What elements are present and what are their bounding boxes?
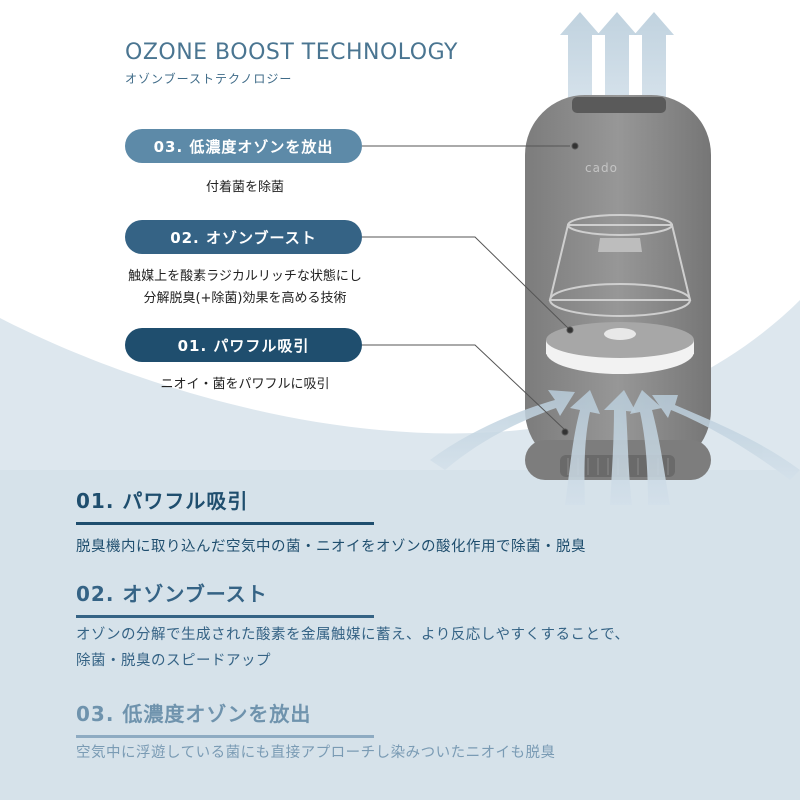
title-japanese: オゾンブーストテクノロジー	[125, 72, 293, 86]
callout-lines	[362, 142, 579, 436]
section-03-heading: 03. 低濃度オゾンを放出	[76, 702, 312, 726]
title-english: OZONE BOOST TECHNOLOGY	[125, 40, 458, 65]
section-03-body: 空気中に浮遊している菌にも直接アプローチし染みついたニオイも脱臭	[76, 745, 556, 761]
section-02-body: オゾンの分解で生成された酸素を金属触媒に蓄え、より反応しやすくすることで、 除菌…	[76, 627, 630, 669]
callout-01-label: 01. パワフル吸引	[125, 328, 362, 362]
inflow-arrows	[430, 390, 800, 505]
section-03-divider	[76, 735, 374, 738]
wave-background-lower	[0, 470, 800, 800]
callout-02-desc: 触媒上を酸素ラジカルリッチな状態にし 分解脱臭(+除菌)効果を高める技術	[128, 269, 362, 306]
callout-02-label: 02. オゾンブースト	[125, 220, 362, 254]
section-01-body: 脱臭機内に取り込んだ空気中の菌・ニオイをオゾンの酸化作用で除菌・脱臭	[76, 539, 586, 555]
callout-03-label: 03. 低濃度オゾンを放出	[125, 129, 362, 163]
outflow-arrows	[560, 12, 674, 110]
callout-03-desc: 付着菌を除菌	[205, 180, 284, 195]
section-01-heading: 01. パワフル吸引	[76, 489, 249, 513]
callout-01-desc: ニオイ・菌をパワフルに吸引	[160, 377, 330, 392]
section-02-heading: 02. オゾンブースト	[76, 582, 268, 606]
section-02-divider	[76, 615, 374, 618]
section-01-divider	[76, 522, 374, 525]
product-logo: cado	[585, 161, 618, 175]
